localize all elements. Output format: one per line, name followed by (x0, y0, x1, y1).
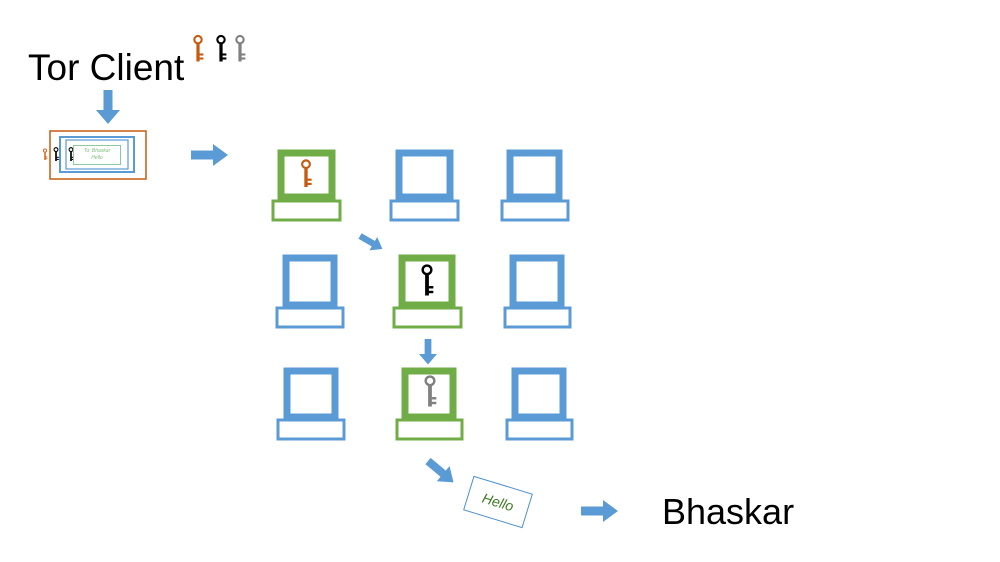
envelope-note-recipient: To: Bhaskar (83, 148, 111, 154)
destination-label: Bhaskar (662, 491, 795, 532)
relay-node-computer-icon (271, 149, 342, 222)
relay-network (271, 149, 574, 441)
title-keys (193, 34, 247, 63)
right-arrow-icon (581, 500, 618, 522)
diagonal-arrow-icon (356, 229, 387, 256)
idle-node-computer-icon (500, 149, 570, 222)
relay-node-computer-icon (392, 254, 463, 329)
key-icon (193, 34, 205, 63)
envelope-note-message: Hello (91, 155, 103, 161)
key-icon (42, 148, 48, 161)
diagonal-arrow-icon (421, 453, 460, 490)
down-arrow-icon (419, 339, 437, 365)
key-icon (216, 34, 228, 63)
idle-node-computer-icon (276, 367, 346, 441)
relay-node-computer-icon (395, 367, 464, 441)
idle-node-computer-icon (505, 367, 574, 441)
idle-node-computer-icon (503, 254, 572, 329)
idle-node-computer-icon (389, 149, 460, 222)
envelope-message-note: To: Bhaskar Hello (73, 145, 121, 165)
key-icon (235, 34, 247, 63)
idle-node-computer-icon (275, 254, 345, 329)
down-arrow-icon (96, 90, 120, 124)
tor-client-title: Tor Client (28, 47, 185, 88)
right-arrow-icon (191, 144, 228, 166)
